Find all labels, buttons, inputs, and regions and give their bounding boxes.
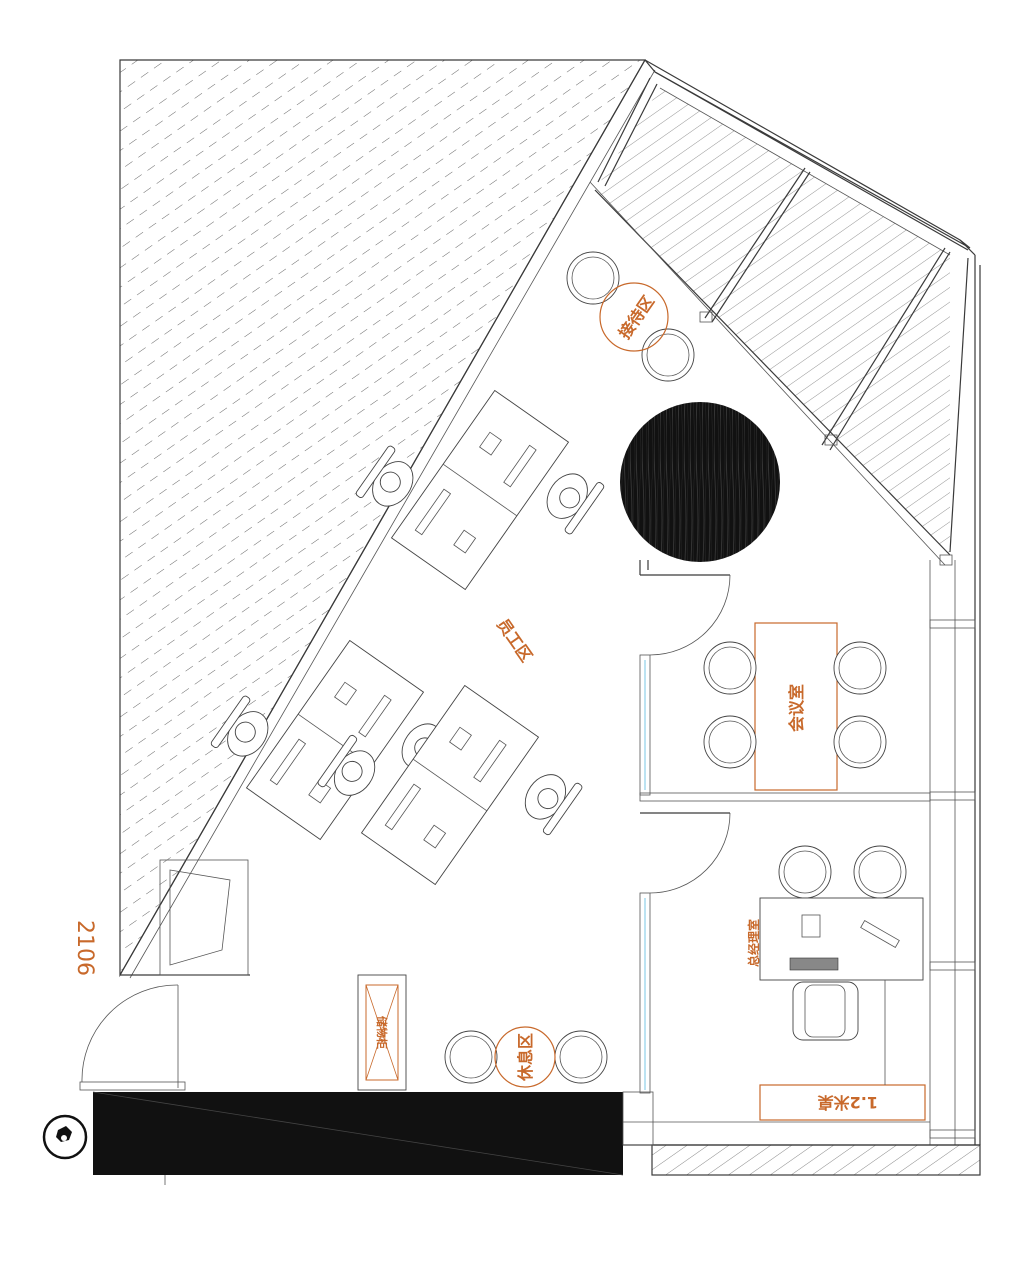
meeting-room-label: 会议室: [787, 684, 806, 732]
manager-office: [759, 845, 926, 1121]
compass-icon: [42, 1114, 88, 1160]
rest-area-label: 休息区: [516, 1033, 535, 1082]
workstations-top: [355, 389, 605, 591]
round-feature-wall: [620, 402, 780, 562]
desk-size-label: 1.2米桌: [818, 1093, 878, 1112]
entrance-door: [79, 859, 250, 1091]
right-facade: [589, 59, 981, 1145]
waiting-area: [566, 251, 695, 382]
partitions: [639, 560, 931, 1094]
manager-office-label: 总经理室: [746, 919, 761, 967]
storage-label: 储物柜: [375, 1016, 389, 1049]
storage-cabinet: [357, 974, 407, 1091]
workstations-lower: [317, 684, 583, 886]
room-number-label: 2106: [72, 920, 97, 976]
bottom-wall: [92, 1091, 981, 1185]
meeting-room: [703, 622, 887, 791]
rest-area: [444, 1026, 608, 1088]
staff-area-label: 员工区: [493, 615, 536, 665]
